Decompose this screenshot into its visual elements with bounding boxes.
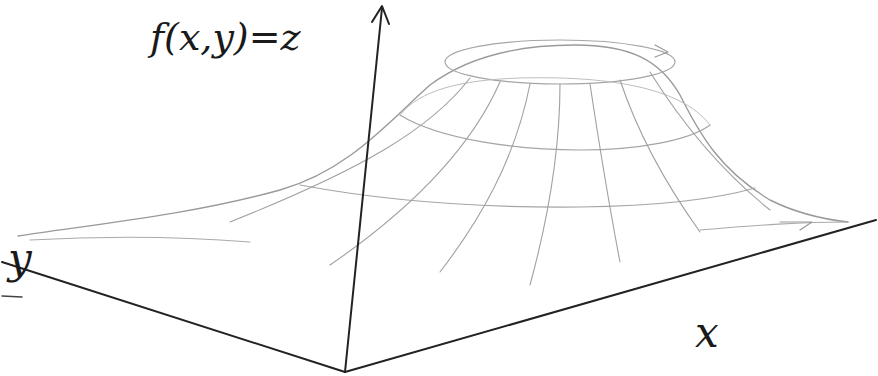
contour-line	[400, 115, 710, 150]
grid-line	[230, 78, 470, 222]
grid-line	[590, 84, 620, 262]
tick-mark	[2, 296, 22, 297]
grid-line	[650, 72, 770, 210]
y-axis-line	[2, 262, 345, 372]
grid-line	[330, 82, 500, 265]
grid-line	[440, 84, 530, 272]
contour-line	[445, 40, 675, 84]
axis-label: y	[8, 238, 32, 280]
surface-edge	[30, 237, 250, 242]
contour-arrow	[655, 45, 668, 57]
grid-line	[620, 80, 700, 232]
function-label: f(x,y)=z	[150, 18, 301, 56]
surface-outline	[18, 45, 848, 236]
z-axis-arrowhead	[372, 6, 389, 24]
grid-line	[530, 84, 560, 285]
axis-label: x	[695, 312, 719, 354]
z-axis-line	[345, 8, 382, 372]
surface-edge	[700, 222, 848, 230]
contour-arrow	[780, 222, 812, 230]
contour-line	[400, 78, 710, 125]
contour-line	[300, 185, 755, 207]
x-axis-line	[345, 220, 876, 372]
